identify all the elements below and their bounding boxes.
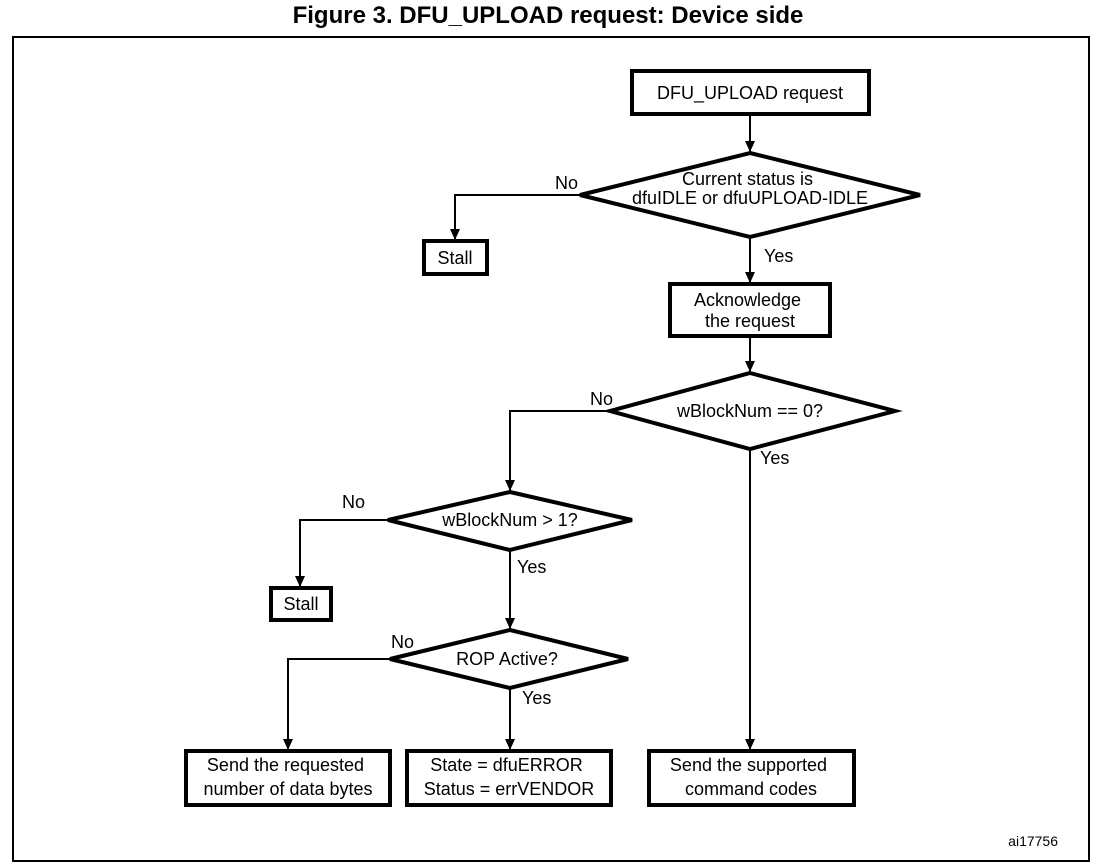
block-zero-diamond bbox=[602, 370, 903, 452]
stall-text-1: Stall bbox=[437, 248, 472, 268]
acknowledge-text: Acknowledge the request bbox=[694, 290, 806, 331]
send-data-box bbox=[184, 749, 392, 807]
stall-text-2: Stall bbox=[283, 594, 318, 614]
label-block-gt1-yes: Yes bbox=[517, 557, 546, 577]
send-data-text: Send the requested number of data bytes bbox=[203, 755, 372, 799]
status-check-line-1: Current status is bbox=[682, 169, 813, 189]
status-check-line-2: dfuIDLE or dfuUPLOAD-IDLE bbox=[632, 188, 868, 208]
state-error-line-2: Status = errVENDOR bbox=[424, 779, 595, 799]
rop-check-diamond bbox=[389, 627, 629, 691]
label-rop-yes: Yes bbox=[522, 688, 551, 708]
block-gt1-line: wBlockNum > 1? bbox=[441, 510, 578, 530]
send-data-line-2: number of data bytes bbox=[203, 779, 372, 799]
arrow-block-zero-no bbox=[505, 410, 610, 491]
start-box bbox=[630, 69, 871, 116]
start-text: DFU_UPLOAD request bbox=[657, 83, 843, 104]
stall-box-1 bbox=[422, 239, 489, 276]
state-error-line-1: State = dfuERROR bbox=[430, 755, 583, 775]
figure-ref: ai17756 bbox=[1008, 833, 1058, 849]
acknowledge-box bbox=[668, 282, 832, 338]
status-check-diamond bbox=[579, 150, 921, 240]
connectors bbox=[283, 115, 755, 750]
send-codes-line-2: command codes bbox=[685, 779, 817, 799]
label-status-yes: Yes bbox=[764, 246, 793, 266]
send-codes-box bbox=[647, 749, 856, 807]
block-zero-line: wBlockNum == 0? bbox=[676, 401, 823, 421]
send-data-line-1: Send the requested bbox=[207, 755, 364, 775]
label-status-no: No bbox=[555, 173, 578, 193]
block-gt1-text: wBlockNum > 1? bbox=[441, 510, 578, 530]
label-block-zero-yes: Yes bbox=[760, 448, 789, 468]
stall-box-2 bbox=[269, 586, 333, 622]
arrow-block-gt1-no bbox=[295, 519, 388, 587]
stall-line-1: Stall bbox=[437, 248, 472, 268]
send-codes-text: Send the supported command codes bbox=[670, 755, 832, 799]
label-rop-no: No bbox=[391, 632, 414, 652]
rop-check-text: ROP Active? bbox=[456, 649, 558, 669]
acknowledge-line-2: the request bbox=[705, 311, 795, 331]
stall-line-2: Stall bbox=[283, 594, 318, 614]
status-check-text: Current status is dfuIDLE or dfuUPLOAD-I… bbox=[632, 169, 868, 208]
block-zero-text: wBlockNum == 0? bbox=[676, 401, 823, 421]
figure-frame bbox=[12, 36, 1090, 862]
label-block-gt1-no: No bbox=[342, 492, 365, 512]
state-error-text: State = dfuERROR Status = errVENDOR bbox=[424, 755, 595, 799]
block-gt1-diamond bbox=[387, 489, 633, 553]
arrow-status-no bbox=[450, 194, 580, 240]
acknowledge-line-1: Acknowledge bbox=[694, 290, 801, 310]
label-block-zero-no: No bbox=[590, 389, 613, 409]
send-codes-line-1: Send the supported bbox=[670, 755, 827, 775]
figure-title: Figure 3. DFU_UPLOAD request: Device sid… bbox=[292, 2, 804, 29]
start-line: DFU_UPLOAD request bbox=[657, 83, 843, 104]
rop-check-line: ROP Active? bbox=[456, 649, 558, 669]
arrow-rop-no bbox=[283, 658, 390, 750]
state-error-box bbox=[405, 749, 613, 807]
